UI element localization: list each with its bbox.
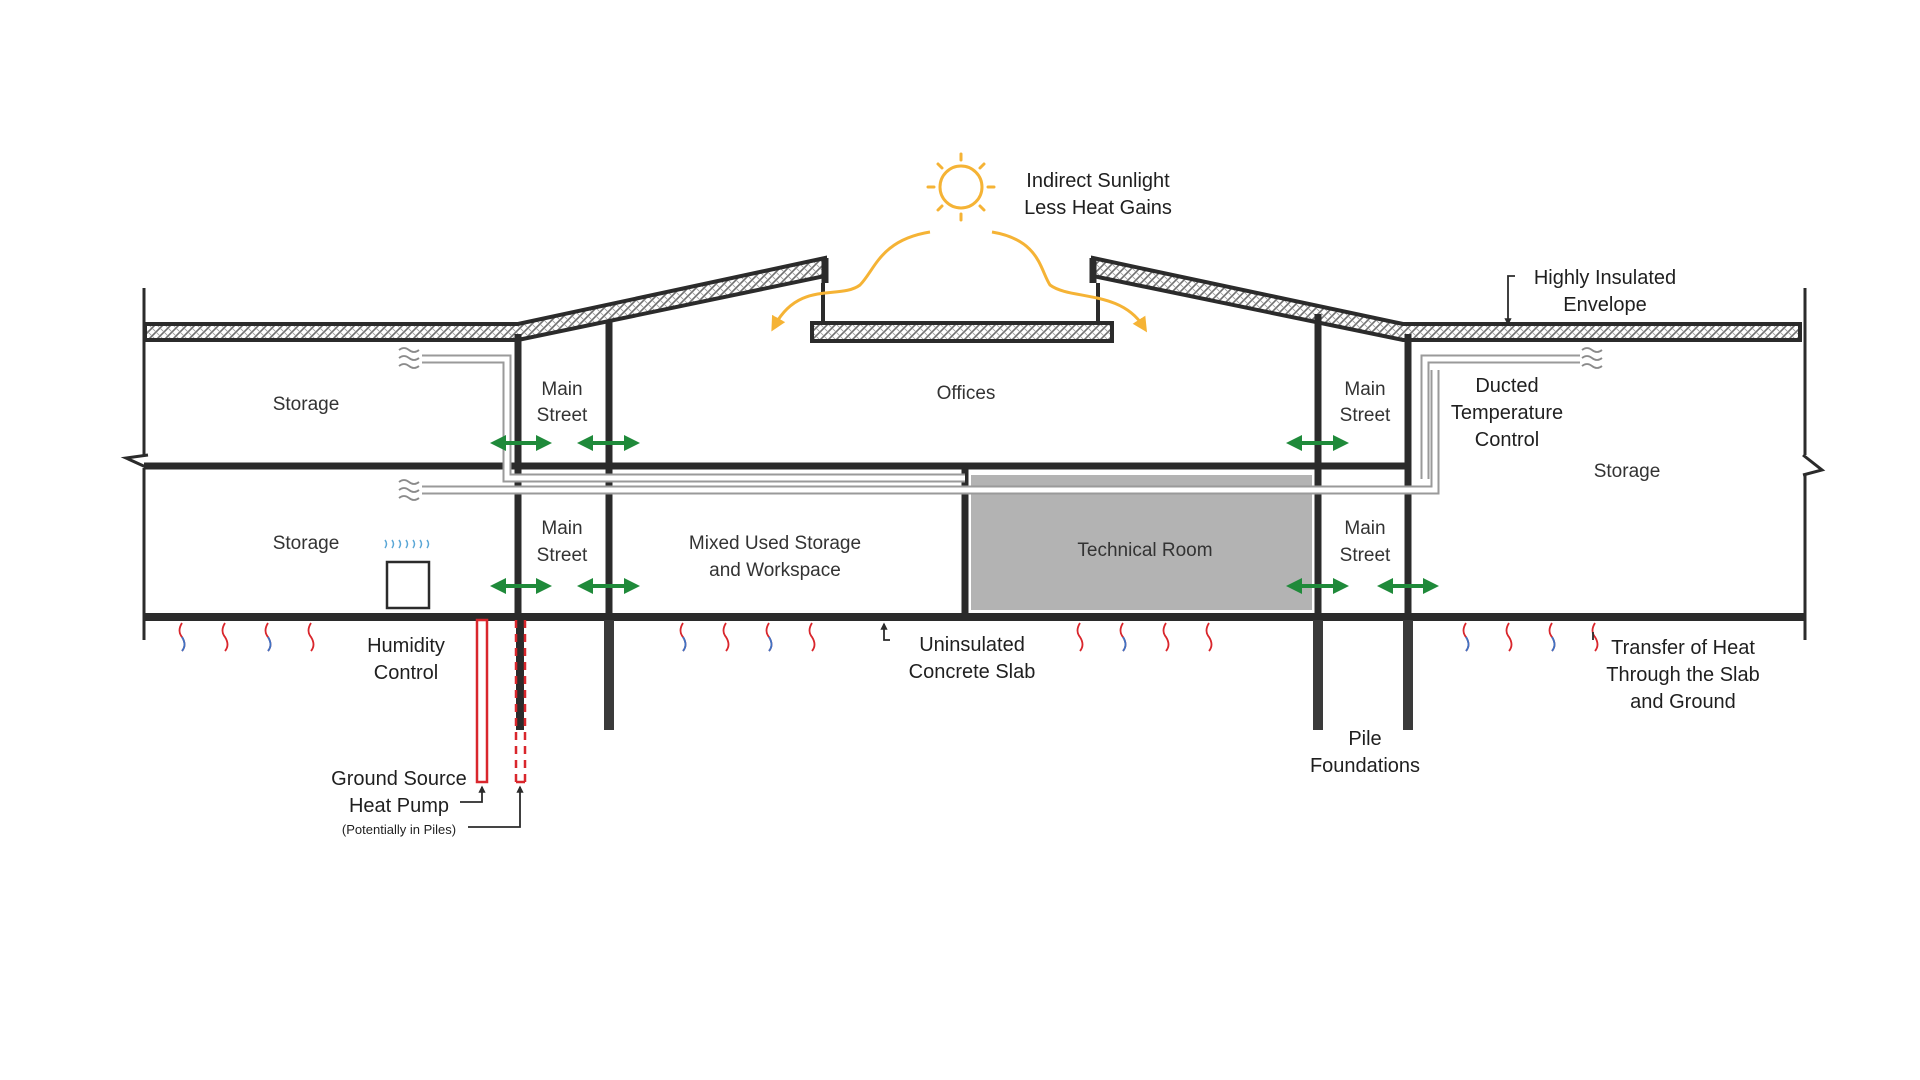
ground-source-pipes [475, 618, 527, 784]
air-vent-icon [398, 347, 420, 369]
break-line-icon [1802, 453, 1826, 477]
floors [144, 462, 1805, 621]
room-label-offices: Offices [937, 383, 996, 404]
heat-wave-icon [1076, 622, 1084, 652]
room-label-main-street: Street [1340, 545, 1391, 566]
ducted-label: Control [1475, 429, 1539, 451]
room-label-technical-room: Technical Room [1077, 540, 1212, 561]
room-label-main-street: Street [1340, 405, 1391, 426]
heat-wave-icon [307, 622, 315, 652]
sunlight-label: Less Heat Gains [1024, 197, 1172, 219]
humidity-label: Control [374, 662, 438, 684]
air-vent-icon [398, 479, 420, 501]
transfer-label: Transfer of Heat [1611, 637, 1755, 659]
heat-wave-icon [1122, 636, 1127, 652]
heat-wave-icon [808, 622, 816, 652]
gshp-sublabel: (Potentially in Piles) [342, 822, 456, 837]
humidity-label: Humidity [367, 635, 445, 657]
room-label-storage-lower-left: Storage [273, 533, 340, 554]
roof-envelope [143, 255, 1802, 343]
heat-wave-icon [1551, 636, 1556, 652]
envelope-label: Envelope [1563, 294, 1646, 316]
ducted-label: Temperature [1451, 402, 1563, 424]
heat-wave-icon [1591, 622, 1599, 652]
heat-wave-icon [1465, 636, 1470, 652]
ducted-label: Ducted [1475, 375, 1538, 397]
pile-label: Pile [1348, 728, 1381, 750]
break-line-icon [120, 453, 149, 470]
slab-label: Uninsulated [919, 634, 1025, 656]
heat-wave-icon [267, 636, 272, 652]
heat-wave-icon [221, 622, 229, 652]
heat-wave-icon [1505, 622, 1513, 652]
pile-foundations [516, 620, 1413, 730]
circulation-arrows [490, 435, 1439, 594]
labels: Indirect Sunlight Less Heat Gains Highly… [273, 170, 1760, 837]
envelope-label: Highly Insulated [1534, 267, 1676, 289]
outer-walls [120, 288, 1826, 640]
heat-wave-icon [722, 622, 730, 652]
room-label-main-street: Street [537, 545, 588, 566]
left-ducts [422, 354, 965, 495]
room-label-main-street: Main [541, 518, 582, 539]
gshp-label: Ground Source [331, 768, 467, 790]
room-label-main-street: Street [537, 405, 588, 426]
leader-lines [460, 275, 1594, 828]
room-label-main-street: Main [1344, 518, 1385, 539]
transfer-label: and Ground [1630, 691, 1736, 713]
room-label-mixed-use: and Workspace [709, 560, 841, 581]
room-label-storage-right: Storage [1594, 461, 1661, 482]
room-label-main-street: Main [1344, 379, 1385, 400]
heat-wave-icon [682, 636, 687, 652]
air-vent-icon [1581, 347, 1603, 369]
pile-label: Foundations [1310, 755, 1420, 777]
slab-label: Concrete Slab [909, 661, 1036, 683]
technical-room-block [969, 473, 1314, 612]
heat-wave-icon [181, 636, 186, 652]
right-ducts [965, 354, 1580, 495]
heat-wave-icon [1205, 622, 1213, 652]
sunlight-label: Indirect Sunlight [1026, 170, 1170, 192]
heat-waves [178, 622, 1599, 652]
humidifier-icon [384, 539, 431, 610]
heat-wave-icon [768, 636, 773, 652]
room-label-mixed-use: Mixed Used Storage [689, 533, 861, 554]
room-label-storage-upper-left: Storage [273, 394, 340, 415]
sunlight-paths [771, 230, 1148, 333]
heat-wave-icon [1162, 622, 1170, 652]
transfer-label: Through the Slab [1606, 664, 1759, 686]
sun-icon [926, 152, 996, 222]
gshp-label: Heat Pump [349, 795, 449, 817]
room-label-main-street: Main [541, 379, 582, 400]
